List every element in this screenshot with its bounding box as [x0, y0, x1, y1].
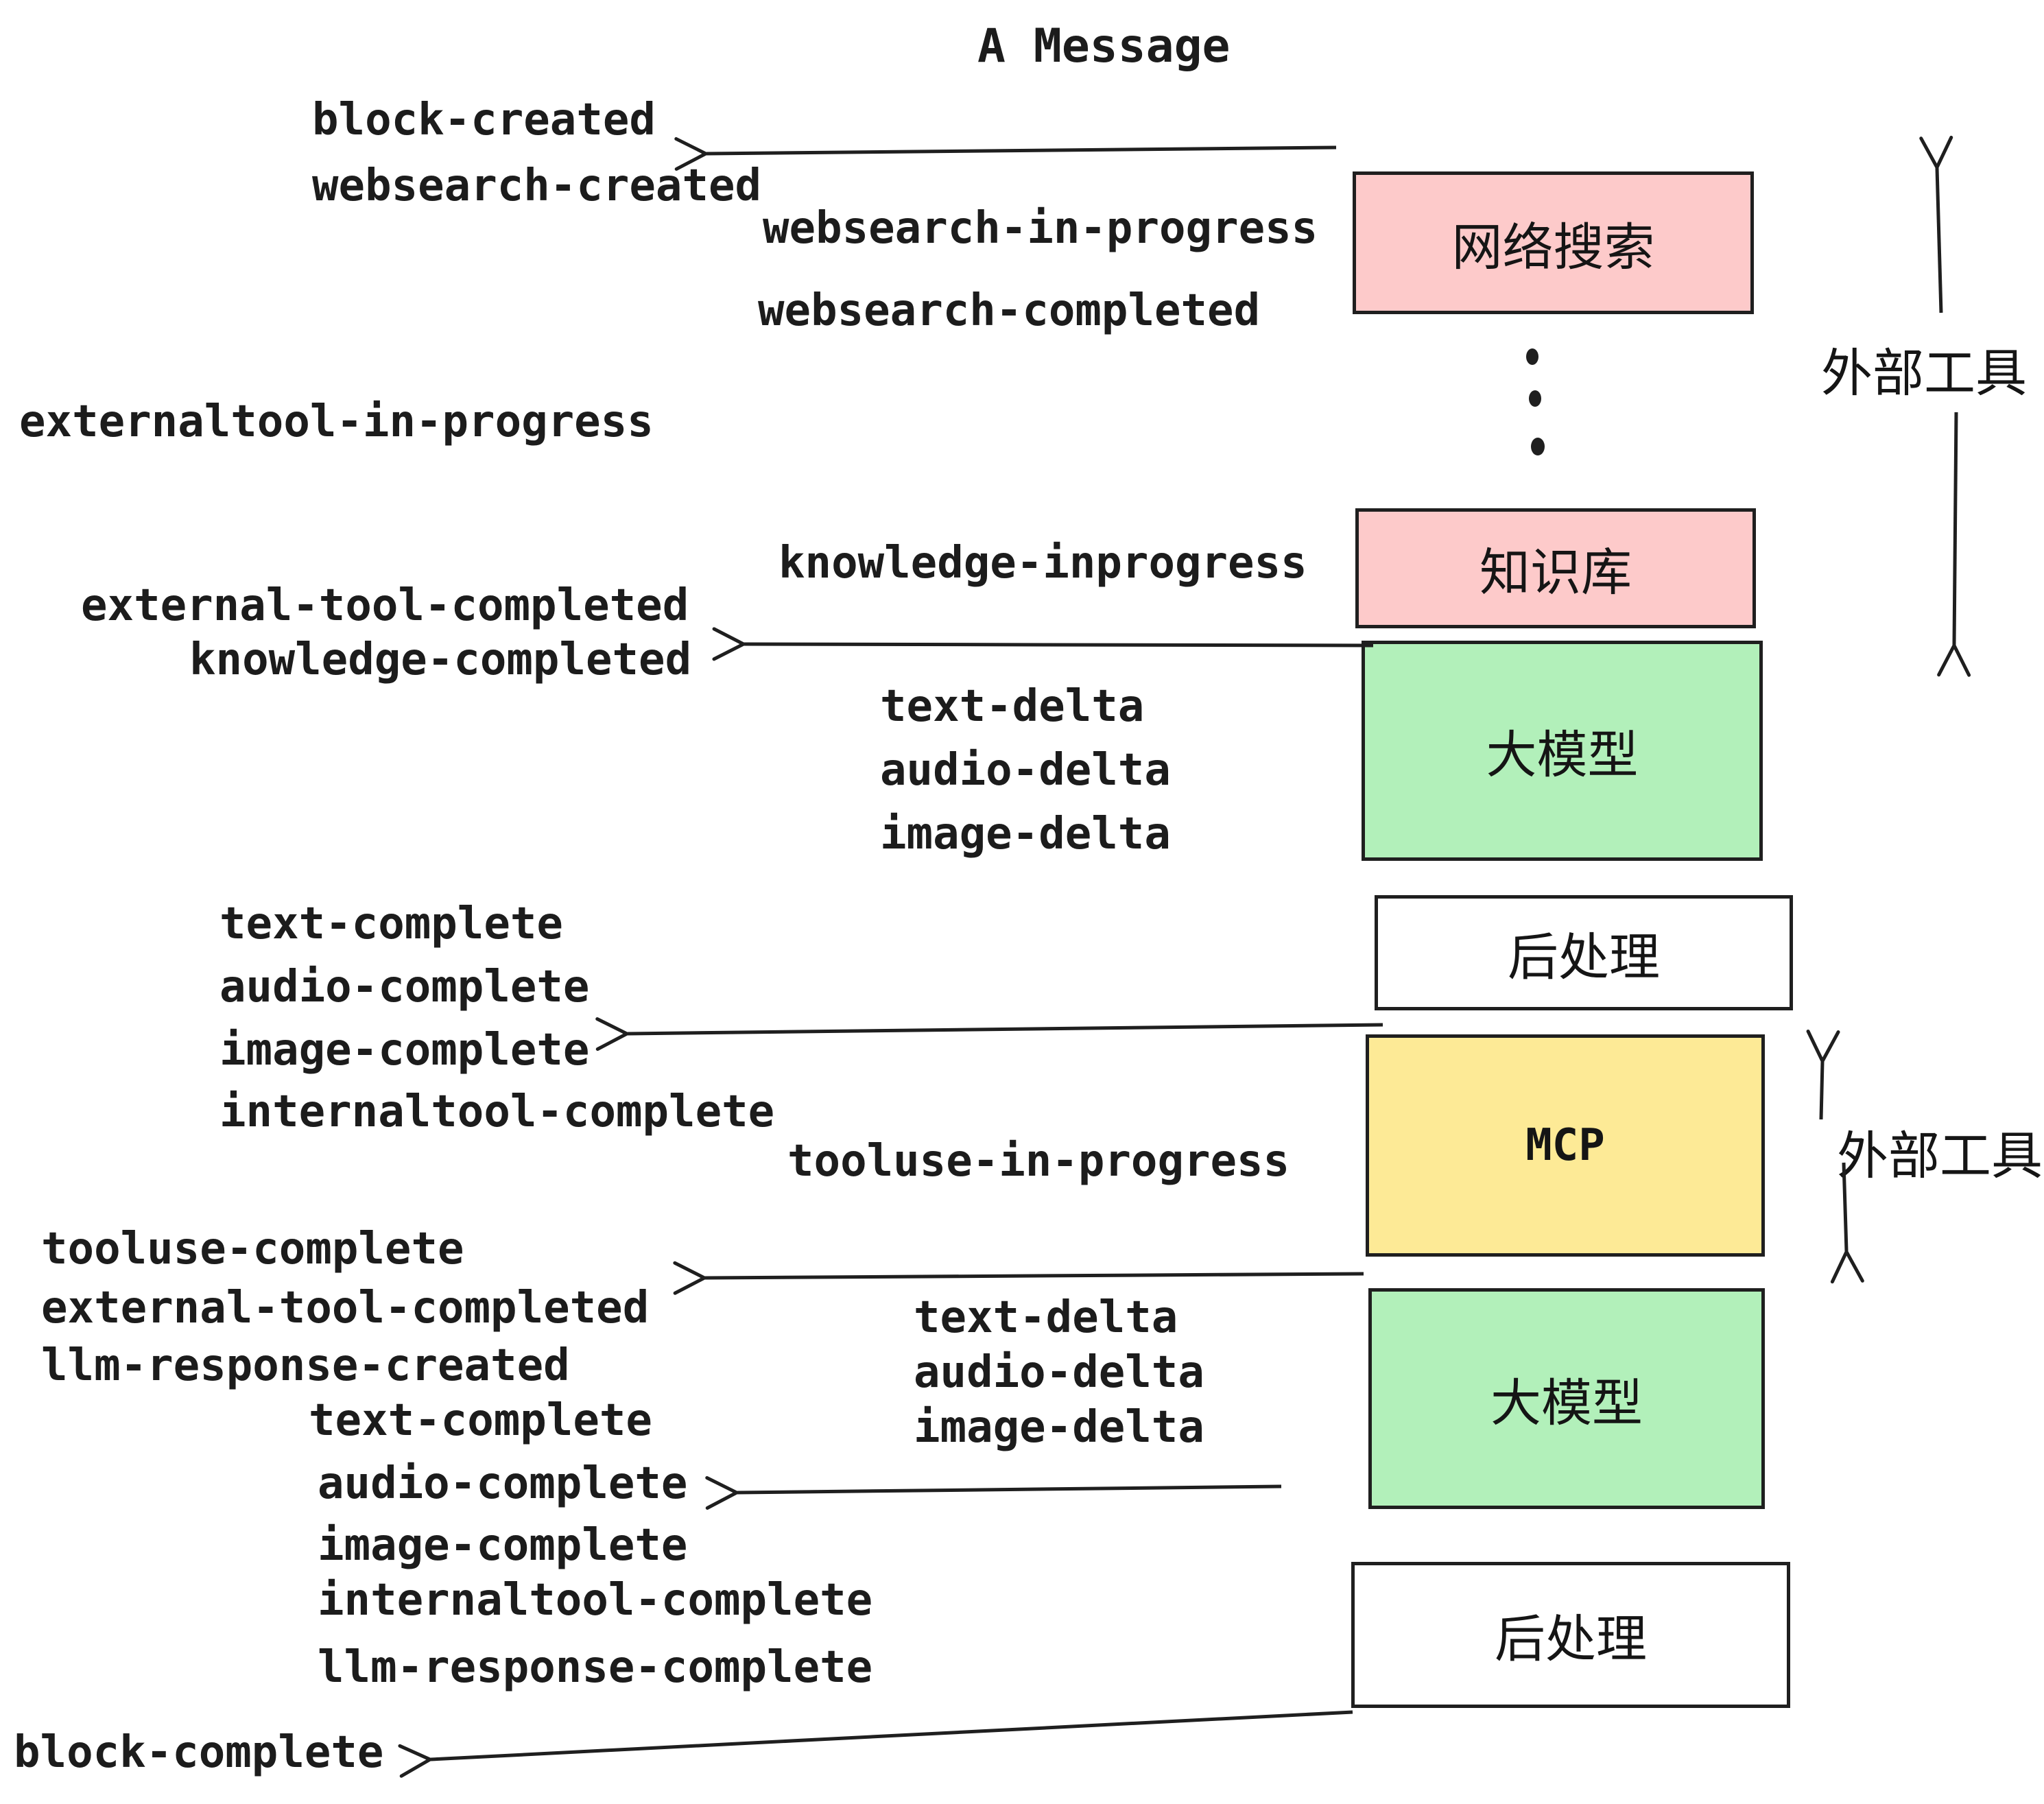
node-llm-2-label: 大模型 [1490, 1374, 1643, 1432]
arrow-to-block-complete [398, 1710, 1353, 1778]
event-label-text-delta: text-delta [880, 681, 1145, 732]
event-label-block-complete: block-complete [14, 1727, 384, 1778]
arrow-to-image-complete [595, 1017, 1383, 1052]
node-websearch: 网络搜索 [1353, 171, 1754, 314]
node-llm-1-label: 大模型 [1486, 726, 1639, 783]
event-label-knowledge-inprogress: knowledge-inprogress [779, 538, 1307, 589]
external-tools-up-arrow-top [1919, 135, 1953, 313]
event-label-audio-delta: audio-delta [914, 1347, 1204, 1398]
node-mcp: MCP [1366, 1034, 1765, 1257]
vertical-ellipsis-dots [1526, 348, 1545, 455]
node-postprocess-2-label: 后处理 [1495, 1611, 1647, 1667]
event-label-text-delta: text-delta [914, 1292, 1178, 1343]
arrow-to-block-created [674, 137, 1337, 171]
dot [1529, 390, 1541, 407]
node-knowledge-base-label: 知识库 [1479, 544, 1632, 601]
event-label-externaltool-in-progress: externaltool-in-progress [19, 396, 654, 447]
event-label-knowledge-completed: knowledge-completed [189, 634, 692, 685]
event-label-internaltool-complete: internaltool-complete [219, 1087, 775, 1137]
node-postprocess-2: 后处理 [1351, 1562, 1790, 1708]
event-label-image-delta: image-delta [914, 1402, 1204, 1453]
node-postprocess-1: 后处理 [1375, 895, 1793, 1010]
node-websearch-label: 网络搜索 [1451, 218, 1655, 276]
node-llm-2: 大模型 [1368, 1288, 1765, 1509]
event-label-websearch-created: websearch-created [312, 161, 762, 211]
external-tools-down-arrow-top [1937, 412, 1971, 677]
node-knowledge-base: 知识库 [1355, 508, 1756, 628]
event-label-tooluse-complete: tooluse-complete [41, 1224, 464, 1274]
event-label-image-delta: image-delta [880, 809, 1171, 859]
event-label-external-tool-completed: external-tool-completed [41, 1283, 650, 1333]
event-label-internaltool-complete: internaltool-complete [318, 1575, 873, 1626]
dot [1526, 348, 1538, 365]
event-label-websearch-in-progress: websearch-in-progress [763, 203, 1318, 254]
event-label-llm-response-complete: llm-response-complete [318, 1642, 873, 1693]
event-label-audio-delta: audio-delta [880, 745, 1171, 796]
node-mcp-label: MCP [1525, 1120, 1605, 1171]
event-label-image-complete: image-complete [318, 1520, 688, 1571]
external-tools-label-mid: 外部工具 [1837, 1127, 2043, 1185]
event-label-audio-complete: audio-complete [318, 1458, 688, 1509]
node-llm-1: 大模型 [1362, 641, 1763, 861]
event-label-external-tool-completed: external-tool-completed [81, 580, 689, 631]
event-label-block-created: block-created [312, 95, 656, 145]
event-label-websearch-completed: websearch-completed [758, 285, 1261, 336]
event-label-text-complete: text-complete [309, 1395, 652, 1446]
event-label-image-complete: image-complete [219, 1025, 590, 1076]
arrow-to-tooluse-complete [673, 1261, 1364, 1295]
event-label-text-complete: text-complete [219, 899, 563, 949]
arrow-to-audio-complete [705, 1476, 1282, 1510]
external-tools-up-arrow-mid [1806, 1029, 1840, 1120]
node-postprocess-1-label: 后处理 [1508, 928, 1660, 986]
event-label-audio-complete: audio-complete [219, 962, 590, 1012]
diagram-title: A Message [977, 19, 1231, 73]
dot [1531, 438, 1545, 455]
external-tools-label-top: 外部工具 [1821, 344, 2028, 402]
arrow-to-knowledge-completed [712, 627, 1374, 661]
event-label-llm-response-created: llm-response-created [41, 1340, 570, 1391]
event-label-tooluse-in-progress: tooluse-in-progress [787, 1136, 1290, 1187]
